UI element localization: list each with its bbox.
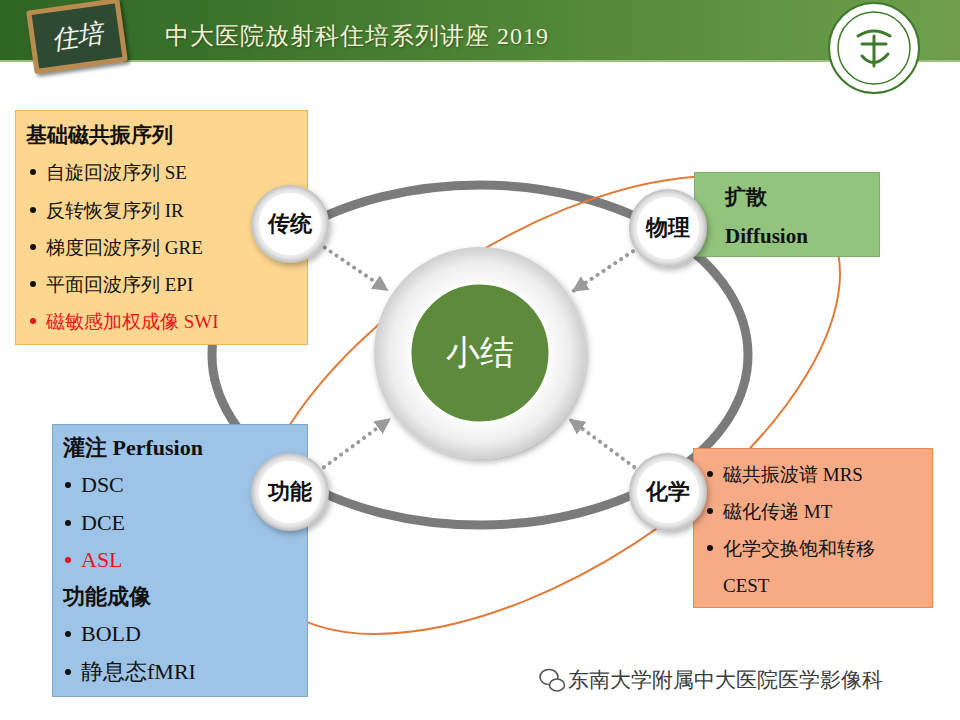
watermark: 东南大学附属中大医院医学影像科 xyxy=(568,666,883,694)
chalkboard-badge: 住培 xyxy=(26,0,128,74)
text-line: 基础磁共振序列 xyxy=(26,117,307,154)
label-holder: 传统 xyxy=(250,184,330,264)
text-line: BOLD xyxy=(63,615,307,652)
list-item: 静息态fMRI xyxy=(81,653,196,690)
circle-ring xyxy=(629,189,707,267)
slide-title: 中大医院放射科住培系列讲座 2019 xyxy=(165,20,549,52)
list-item: 磁化传递 MT xyxy=(723,493,832,530)
bullet-dot xyxy=(30,318,36,324)
bullet-dot xyxy=(30,207,36,213)
text-line: 扩散 Diffusion xyxy=(725,178,879,256)
circle-label: 功能 xyxy=(268,477,312,507)
bullet-dot xyxy=(30,169,36,175)
hub-ring xyxy=(374,247,586,459)
wechat-icon xyxy=(540,670,565,692)
text-line: 功能成像 xyxy=(63,578,307,615)
icon-bubble xyxy=(550,679,565,691)
list-item: 反转恢复序列 IR xyxy=(46,192,184,229)
list-item: DCE xyxy=(81,504,125,541)
dotted-arrow xyxy=(325,248,388,290)
text-line: 化学交换饱和转移 CEST xyxy=(704,530,932,604)
circle-face xyxy=(637,197,699,259)
list-item: 磁共振波谱 MRS xyxy=(723,456,863,493)
text-line: 磁共振波谱 MRS xyxy=(704,456,932,493)
bullet-dot xyxy=(707,545,713,551)
hub-label: 小结 xyxy=(446,330,514,376)
list-item: DSC xyxy=(81,466,124,503)
hub-core xyxy=(410,283,550,423)
bullet-dot xyxy=(30,244,36,250)
text-line: 平面回波序列 EPI xyxy=(26,266,307,303)
summary-hub: 小结 xyxy=(372,245,588,461)
bullet-dot xyxy=(65,631,71,637)
list-item: 自旋回波序列 SE xyxy=(46,154,187,191)
gray-orbit xyxy=(212,185,748,525)
category-circle: 功能 xyxy=(250,452,330,532)
box-heading: 功能成像 xyxy=(63,578,151,615)
text-line: ASL xyxy=(63,541,307,578)
category-circle: 物理 xyxy=(628,188,708,268)
circle-face xyxy=(259,461,321,523)
bullet-dot xyxy=(65,557,71,563)
bullet-dot xyxy=(65,482,71,488)
bullet-dot xyxy=(65,669,71,675)
circle-label: 物理 xyxy=(646,213,690,243)
text-line: 磁化传递 MT xyxy=(704,493,932,530)
box-heading: 扩散 Diffusion xyxy=(725,178,837,256)
chemistry-box: 磁共振波谱 MRS磁化传递 MT化学交换饱和转移 CEST xyxy=(693,448,933,608)
circle-ring xyxy=(629,453,707,531)
label-holder: 化学 xyxy=(628,452,708,532)
dotted-arrow xyxy=(324,419,390,467)
bullet-dot xyxy=(707,471,713,477)
dotted-arrow xyxy=(573,251,633,291)
logo-outer-ring xyxy=(829,3,919,93)
text-line: 磁敏感加权成像 SWI xyxy=(26,303,307,340)
header-rule xyxy=(0,60,960,62)
diffusion-box: 扩散 Diffusion xyxy=(694,172,880,257)
category-circle: 传统 xyxy=(250,184,330,264)
list-item: 化学交换饱和转移 CEST xyxy=(723,530,909,604)
bullet-dot xyxy=(30,281,36,287)
label-holder: 物理 xyxy=(628,188,708,268)
label-holder: 小结 xyxy=(372,245,588,461)
list-item: BOLD xyxy=(81,615,141,652)
circle-ring xyxy=(251,185,329,263)
hospital-logo xyxy=(829,3,919,93)
header-band xyxy=(0,0,960,62)
list-item: 平面回波序列 EPI xyxy=(46,266,193,303)
circle-ring xyxy=(251,453,329,531)
circle-label: 化学 xyxy=(646,477,690,507)
list-item: ASL xyxy=(81,541,123,578)
logo-inner-ring xyxy=(838,12,910,84)
bullet-dot xyxy=(707,508,713,514)
box-heading: 灌注 Perfusion xyxy=(63,429,203,466)
list-item: 梯度回波序列 GRE xyxy=(46,229,203,266)
bullet-dot xyxy=(65,520,71,526)
logo-emblem xyxy=(858,31,890,66)
circle-label: 传统 xyxy=(268,209,312,239)
dotted-arrow xyxy=(570,420,634,467)
circle-face xyxy=(259,193,321,255)
category-circle: 化学 xyxy=(628,452,708,532)
box-heading: 基础磁共振序列 xyxy=(26,117,173,154)
list-item: 磁敏感加权成像 SWI xyxy=(46,303,219,340)
text-line: 自旋回波序列 SE xyxy=(26,154,307,191)
badge-label: 住培 xyxy=(49,15,105,57)
text-line: 静息态fMRI xyxy=(63,653,307,690)
circle-face xyxy=(637,461,699,523)
label-holder: 功能 xyxy=(250,452,330,532)
